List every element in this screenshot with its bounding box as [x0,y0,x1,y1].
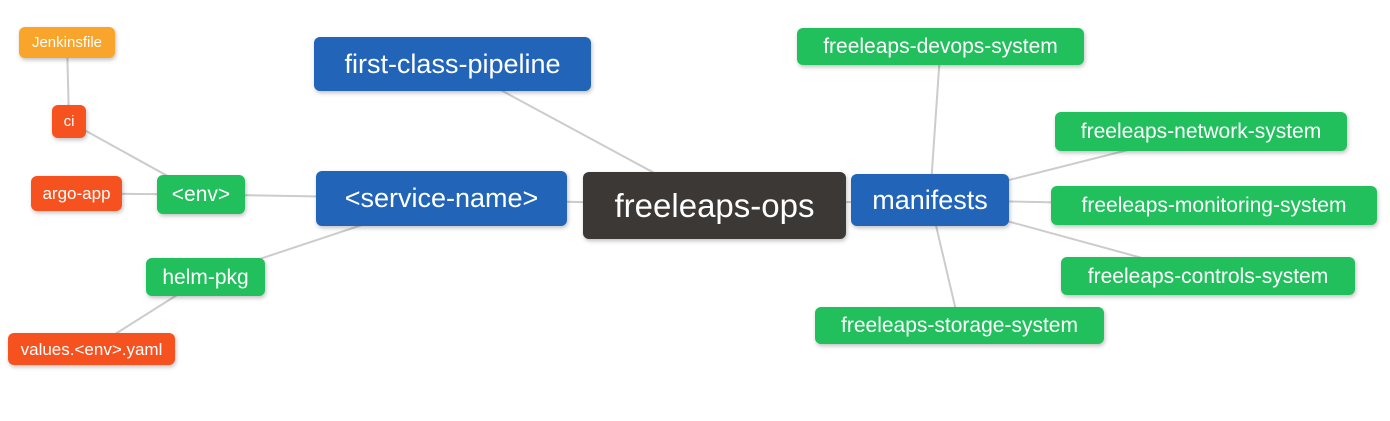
node-env[interactable]: <env> [157,175,245,214]
node-freeleaps-controls-system[interactable]: freeleaps-controls-system [1061,257,1355,295]
node-values-env-yaml[interactable]: values.<env>.yaml [8,333,175,365]
node-service-name[interactable]: <service-name> [316,171,567,226]
node-freeleaps-storage-system[interactable]: freeleaps-storage-system [815,307,1104,344]
node-ci[interactable]: ci [52,105,86,138]
node-first-class-pipeline[interactable]: first-class-pipeline [314,37,591,91]
node-argo-app[interactable]: argo-app [31,176,122,211]
node-freeleaps-monitoring-system[interactable]: freeleaps-monitoring-system [1051,186,1377,225]
node-freeleaps-network-system[interactable]: freeleaps-network-system [1055,112,1347,151]
node-helm-pkg[interactable]: helm-pkg [146,258,265,296]
node-freeleaps-ops[interactable]: freeleaps-ops [583,172,846,239]
node-manifests[interactable]: manifests [851,174,1009,226]
node-jenkinsfile[interactable]: Jenkinsfile [19,27,115,58]
node-freeleaps-devops-system[interactable]: freeleaps-devops-system [797,28,1084,65]
